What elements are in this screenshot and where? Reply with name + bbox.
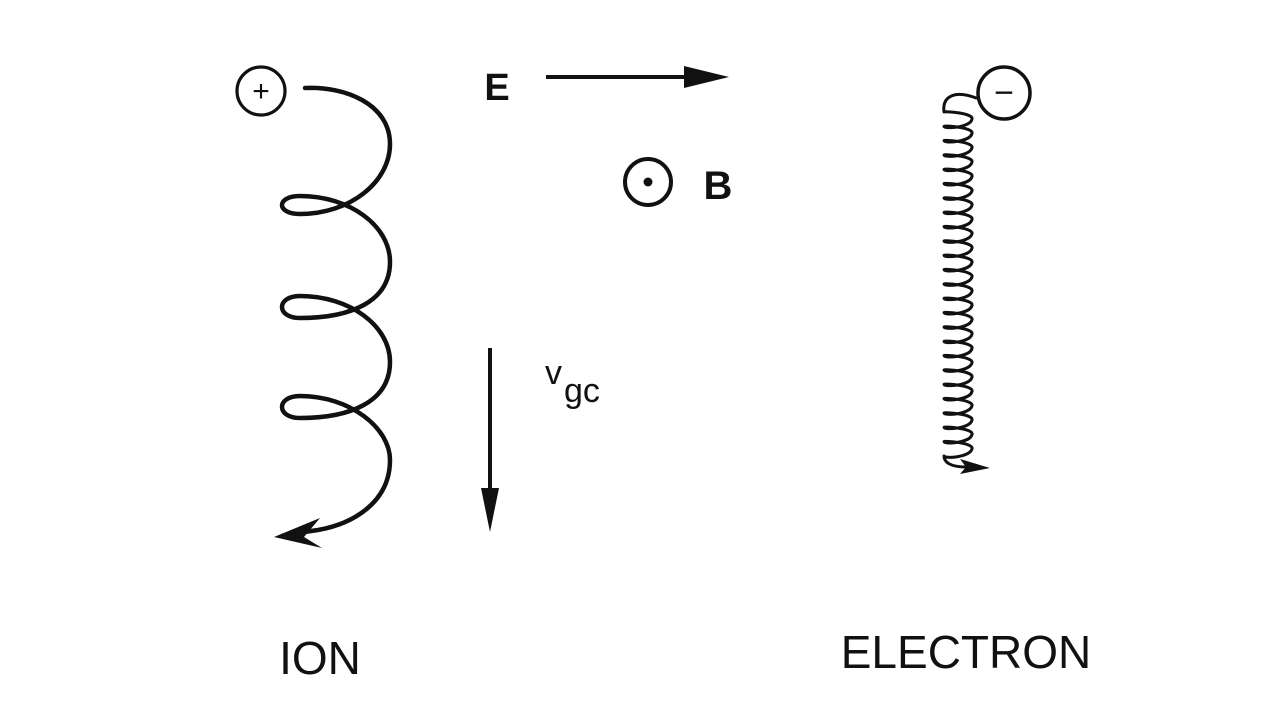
ion-charge-sign: + (252, 75, 270, 108)
electron-charge-marker: − (976, 65, 1032, 121)
electron-spiral-path (942, 93, 978, 469)
drift-velocity-label: v gc (545, 354, 600, 410)
ion-path-arrowhead (274, 518, 322, 548)
electron-label: ELECTRON (841, 626, 1091, 678)
electron-charge-sign: − (994, 74, 1014, 112)
ion-charge-circle (235, 65, 287, 117)
drift-velocity-arrow-head (481, 488, 499, 532)
ion-spiral-path (279, 85, 393, 539)
e-field-label: E (484, 67, 509, 109)
b-field-circle (623, 157, 673, 207)
ion-charge-marker: + (235, 65, 287, 117)
drift-velocity-label-subscript: gc (564, 372, 600, 410)
drift-velocity-label-main: v (545, 354, 562, 392)
e-field-arrow-head (684, 66, 729, 88)
b-field-label: B (704, 164, 733, 208)
electron-path-arrowhead (960, 459, 990, 474)
electron-charge-circle (976, 65, 1032, 121)
b-field-symbol (623, 157, 673, 207)
ion-label: ION (279, 632, 361, 684)
b-field-dot (643, 177, 653, 187)
